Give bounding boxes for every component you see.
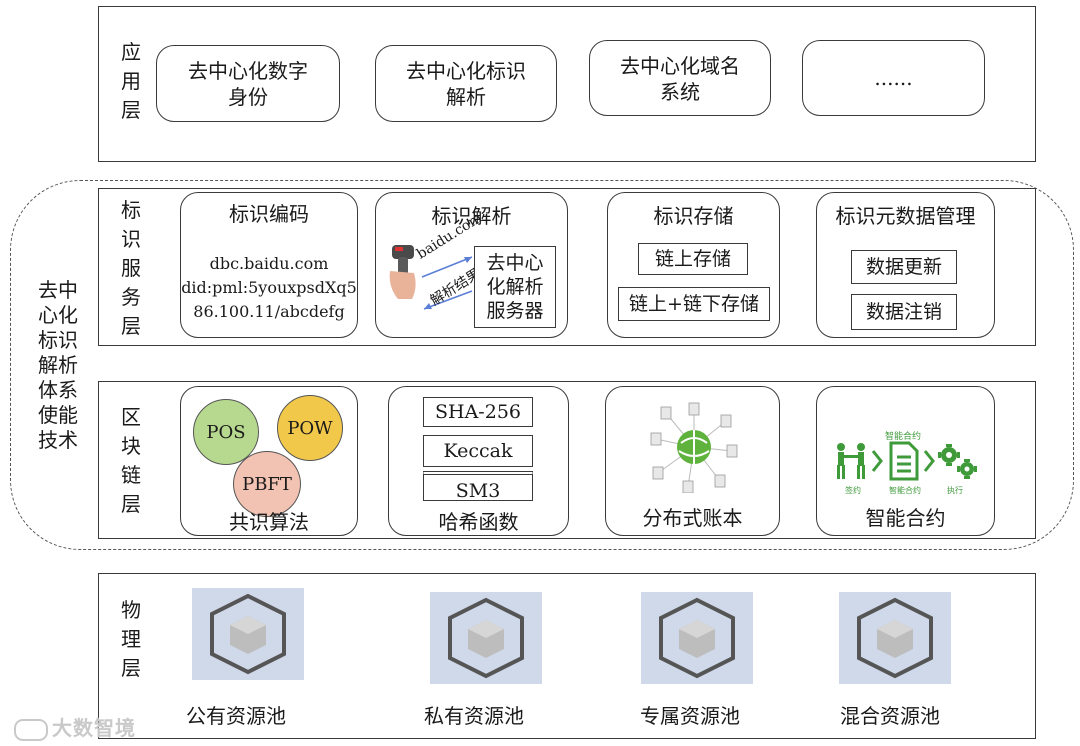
- query-response-arrows: [421, 256, 473, 310]
- smart-contract-tiny-label: 执行: [947, 486, 963, 495]
- keccak-box: Keccak: [423, 435, 533, 467]
- resolution-server-box: 去中心 化解析 服务器: [474, 246, 556, 328]
- app-card-domain-text: 去中心化域名 系统: [620, 54, 740, 104]
- app-card-resolution: 去中心化标识 解析: [375, 45, 557, 122]
- hybrid-pool-cube-icon: [839, 592, 951, 684]
- smart-contract-flow-icon: [837, 441, 977, 481]
- public-pool-cube-icon: [192, 588, 304, 680]
- pow-circle: POW: [277, 395, 343, 461]
- pbft-circle: PBFT: [233, 451, 301, 517]
- hash-function-caption: 哈希函数: [438, 510, 519, 534]
- sm3-box: SM3: [423, 471, 533, 502]
- hybrid-storage-box: 链上+链下存储: [618, 287, 770, 321]
- enabling-tech-label: 去中 心化 标识 解析 体系 使能 技术: [38, 278, 78, 452]
- hybrid-pool-label: 混合资源池: [840, 704, 940, 728]
- smart-contract-tiny-title: 智能合约: [885, 432, 922, 442]
- watermark-text: 大数智境: [52, 716, 136, 740]
- sha256-box: SHA-256: [423, 397, 533, 427]
- app-card-more-text: ......: [874, 66, 913, 90]
- enabling-tech-outline: [10, 180, 1074, 550]
- app-card-did-text: 去中心化数字 身份: [188, 59, 308, 109]
- data-update-box: 数据更新: [851, 250, 957, 284]
- identifier-metadata-title: 标识元数据管理: [835, 204, 976, 228]
- private-pool-label: 私有资源池: [424, 704, 524, 728]
- private-pool-cube-icon: [430, 592, 542, 684]
- scanner-hand-icon: [389, 245, 416, 299]
- encoding-line: did:pml:5youxpsdXq5: [181, 278, 357, 297]
- blockchain-layer-label: 区 块 链 层: [121, 405, 141, 516]
- dedicated-pool-cube-icon: [641, 592, 753, 684]
- encoding-line: 86.100.11/abcdefg: [193, 302, 345, 321]
- distributed-ledger-card: 分布式账本: [605, 386, 780, 536]
- encoding-line: dbc.baidu.com: [209, 254, 329, 273]
- identifier-storage-title: 标识存储: [653, 204, 734, 228]
- distributed-ledger-caption: 分布式账本: [642, 506, 743, 530]
- app-card-resolution-text: 去中心化标识 解析: [406, 59, 526, 109]
- data-deregister-box: 数据注销: [851, 294, 957, 330]
- identifier-resolution-card: 标识解析 baidu.com 解析结果 去中心 化解析 服务器: [375, 192, 568, 338]
- app-card-did: 去中心化数字 身份: [156, 45, 340, 122]
- application-layer-label: 应 用 层: [121, 40, 141, 122]
- onchain-storage-box: 链上存储: [638, 243, 748, 275]
- dedicated-pool-label: 专属资源池: [640, 704, 740, 728]
- smart-contract-caption: 智能合约: [865, 506, 946, 530]
- distributed-ledger-network-icon: [650, 402, 738, 493]
- physical-layer-label: 物 理 层: [121, 598, 141, 680]
- identifier-metadata-card: 标识元数据管理 数据更新 数据注销: [816, 192, 995, 338]
- app-card-more: ......: [802, 40, 985, 116]
- identifier-encoding-card: 标识编码 dbc.baidu.com did:pml:5youxpsdXq5 8…: [180, 192, 358, 338]
- smart-contract-card: 智能合约 签约 智能合约 执行 智能合约: [816, 386, 995, 536]
- identifier-storage-card: 标识存储 链上存储 链上+链下存储: [607, 192, 780, 338]
- identifier-encoding-title: 标识编码: [229, 202, 309, 226]
- watermark-logo-icon: [14, 718, 48, 741]
- watermark: 大数智境: [14, 712, 136, 741]
- public-pool-label: 公有资源池: [186, 704, 286, 728]
- smart-contract-tiny-label: 智能合约: [889, 486, 921, 495]
- consensus-card: POS POW PBFT 共识算法: [180, 386, 358, 536]
- identifier-resolution-title: 标识解析: [431, 204, 512, 228]
- app-card-domain: 去中心化域名 系统: [589, 40, 771, 116]
- smart-contract-tiny-label: 签约: [845, 486, 861, 495]
- pos-circle: POS: [193, 399, 259, 465]
- service-layer-label: 标 识 服 务 层: [121, 198, 141, 338]
- consensus-caption: 共识算法: [229, 510, 309, 534]
- hash-function-card: SHA-256 Keccak SM3 哈希函数: [388, 386, 569, 536]
